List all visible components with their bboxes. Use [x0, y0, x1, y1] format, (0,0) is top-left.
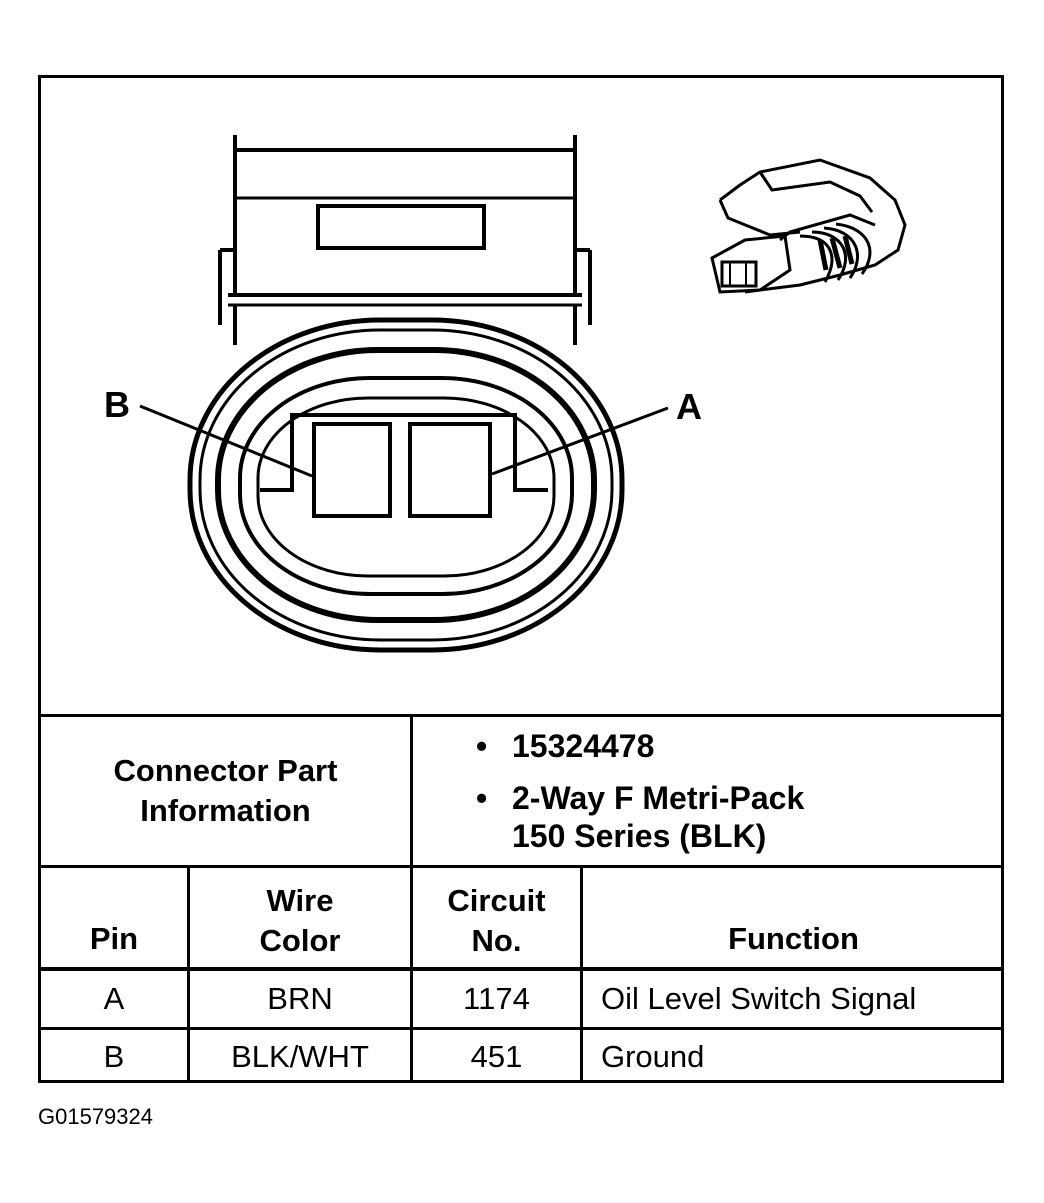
connector-info-label: Connector Part Information — [41, 717, 410, 865]
header-circuit-line1: Circuit — [447, 882, 546, 918]
row-b-function: Ground — [601, 1038, 705, 1074]
description-line1: 2-Way F Metri-Pack — [512, 780, 805, 816]
connector-housing — [218, 135, 592, 345]
col-divider-1 — [187, 865, 190, 1083]
part-number: 15324478 — [512, 728, 655, 764]
leader-line-a — [491, 406, 669, 476]
row-a-wire-color: BRN — [267, 981, 333, 1016]
table-divider-header — [38, 967, 1004, 971]
col-divider-3 — [580, 865, 583, 1083]
header-wire-color-line2: Color — [259, 922, 341, 958]
row-a-function: Oil Level Switch Signal — [601, 981, 917, 1016]
info-divider — [410, 714, 413, 868]
row-a-pin: A — [103, 981, 125, 1016]
connector-face — [187, 317, 625, 653]
connector-isometric-view — [710, 158, 907, 294]
row-b-circuit: 451 — [470, 1038, 523, 1074]
table-divider-row — [38, 1027, 1004, 1030]
description-bullet: •2-Way F Metri-Pack — [476, 780, 805, 816]
leader-line-b — [139, 404, 313, 478]
row-a-circuit: 1174 — [463, 981, 530, 1016]
diagram-frame — [38, 75, 1004, 1083]
row-b-pin: B — [103, 1038, 125, 1074]
table-divider-info — [38, 865, 1004, 868]
part-number-bullet: •15324478 — [476, 728, 655, 764]
row-b-wire-color: BLK/WHT — [231, 1038, 369, 1074]
connector-drawing — [139, 135, 907, 653]
callout-label-b: B — [104, 384, 130, 425]
terminal-cavity-a — [408, 422, 492, 518]
header-pin: Pin — [89, 921, 139, 956]
header-function: Function — [728, 921, 859, 956]
connector-info-label-line2: Information — [140, 793, 311, 828]
terminal-cavity-b — [312, 422, 392, 518]
header-circuit-no: Circuit No. — [413, 868, 580, 967]
header-circuit-line2: No. — [471, 922, 522, 958]
figure-id: G01579324 — [38, 1104, 153, 1129]
callout-label-a: A — [676, 386, 702, 427]
header-wire-color: Wire Color — [190, 868, 410, 967]
col-divider-2 — [410, 865, 413, 1083]
description-line2: 150 Series (BLK) — [512, 818, 767, 854]
connector-info-label-line1: Connector Part — [113, 753, 338, 788]
table-divider-top — [38, 714, 1004, 717]
header-wire-color-line1: Wire — [266, 882, 334, 918]
